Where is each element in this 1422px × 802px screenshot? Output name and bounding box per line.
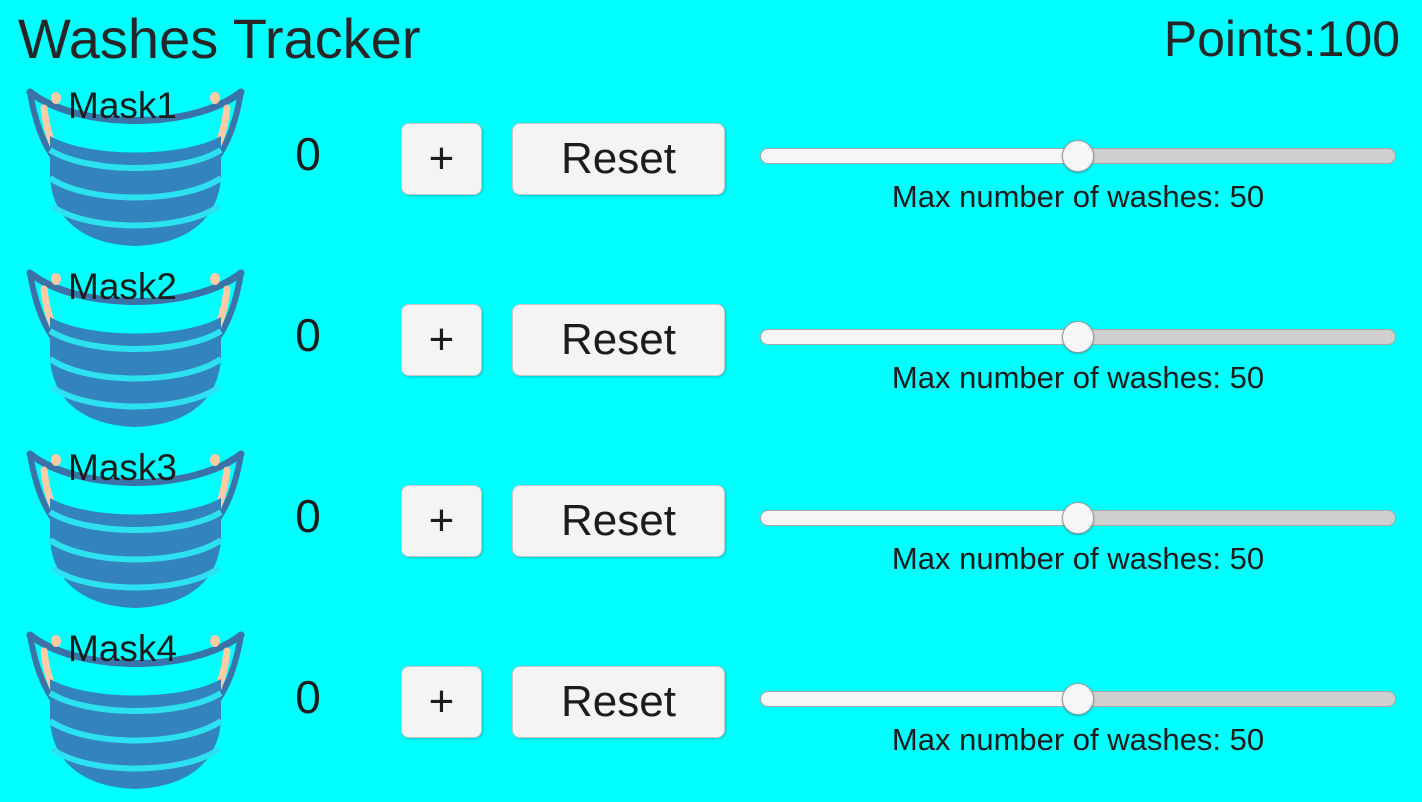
max-washes-slider-group: Max number of washes: 50: [760, 78, 1396, 259]
increment-button[interactable]: +: [401, 485, 482, 557]
max-washes-slider[interactable]: [760, 140, 1396, 172]
max-washes-caption: Max number of washes: 50: [891, 722, 1265, 757]
mask-label: Mask1: [68, 85, 177, 126]
slider-thumb[interactable]: [1062, 502, 1094, 534]
max-washes-slider-group: Max number of washes: 50: [760, 440, 1396, 621]
app-header: Washes Tracker Points:100: [0, 0, 1422, 78]
mask-label: Mask4: [68, 628, 177, 669]
mask-icon-cell: Mask1: [8, 78, 263, 259]
slider-thumb[interactable]: [1062, 683, 1094, 715]
increment-button[interactable]: +: [401, 304, 482, 376]
reset-button[interactable]: Reset: [512, 485, 725, 557]
mask-rows-container: Mask1 0 + Reset Max number of washes: 50: [0, 78, 1422, 802]
face-mask-icon: [26, 631, 245, 789]
slider-thumb[interactable]: [1062, 140, 1094, 172]
reset-button[interactable]: Reset: [512, 123, 725, 195]
slider-track-fill: [760, 329, 1078, 345]
page-title: Washes Tracker: [18, 7, 421, 70]
mask-icon-cell: Mask4: [8, 621, 263, 802]
mask-label: Mask3: [68, 447, 177, 488]
max-washes-slider-group: Max number of washes: 50: [760, 259, 1396, 440]
slider-track-fill: [760, 510, 1078, 526]
increment-button[interactable]: +: [401, 123, 482, 195]
max-washes-slider[interactable]: [760, 321, 1396, 353]
mask-row: Mask3 0 + Reset Max number of washes: 50: [0, 440, 1422, 621]
mask-row: Mask4 0 + Reset Max number of washes: 50: [0, 621, 1422, 802]
face-mask-icon: [26, 450, 245, 608]
reset-button[interactable]: Reset: [512, 666, 725, 738]
reset-button[interactable]: Reset: [512, 304, 725, 376]
points-display: Points:100: [1163, 11, 1400, 67]
wash-count-value: 0: [295, 128, 321, 180]
slider-thumb[interactable]: [1062, 321, 1094, 353]
slider-track-fill: [760, 148, 1078, 164]
slider-track-fill: [760, 691, 1078, 707]
max-washes-caption: Max number of washes: 50: [891, 541, 1265, 576]
max-washes-caption: Max number of washes: 50: [891, 179, 1265, 214]
face-mask-icon: [26, 88, 245, 246]
mask-icon-cell: Mask2: [8, 259, 263, 440]
max-washes-slider[interactable]: [760, 502, 1396, 534]
max-washes-slider[interactable]: [760, 683, 1396, 715]
mask-icon-cell: Mask3: [8, 440, 263, 621]
face-mask-icon: [26, 269, 245, 427]
mask-label: Mask2: [68, 266, 177, 307]
max-washes-slider-group: Max number of washes: 50: [760, 621, 1396, 802]
wash-count-value: 0: [295, 671, 321, 723]
mask-row: Mask1 0 + Reset Max number of washes: 50: [0, 78, 1422, 259]
max-washes-caption: Max number of washes: 50: [891, 360, 1265, 395]
wash-count-value: 0: [295, 309, 321, 361]
mask-row: Mask2 0 + Reset Max number of washes: 50: [0, 259, 1422, 440]
wash-count-value: 0: [295, 490, 321, 542]
increment-button[interactable]: +: [401, 666, 482, 738]
